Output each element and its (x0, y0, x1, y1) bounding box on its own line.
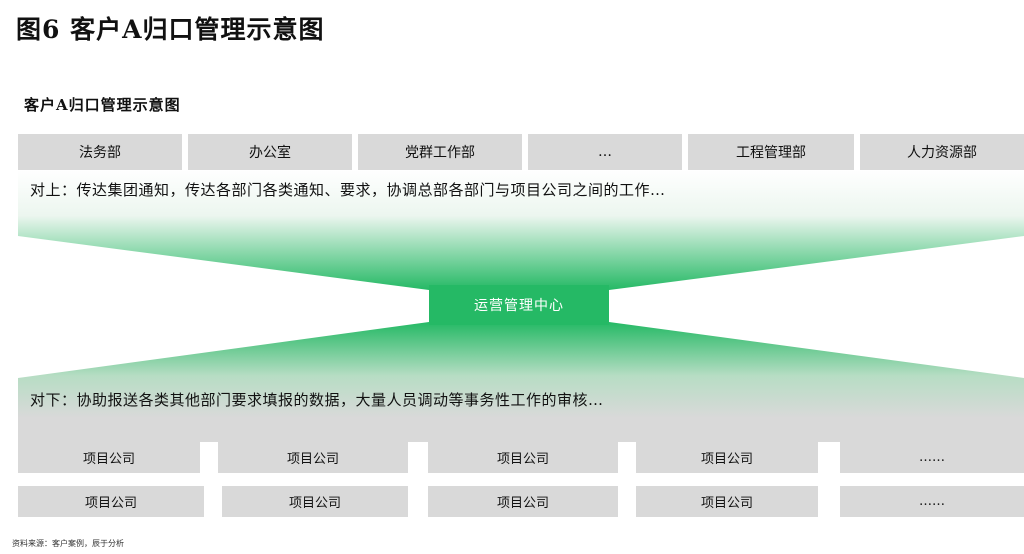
dept-box-hr: 人力资源部 (860, 134, 1024, 170)
dept-box-ellipsis: … (528, 134, 682, 170)
project-company-box: 项目公司 (428, 442, 618, 473)
dept-box-office: 办公室 (188, 134, 352, 170)
upward-funnel (18, 170, 1024, 290)
project-company-box: 项目公司 (428, 486, 618, 517)
project-company-box-ellipsis: …… (840, 486, 1024, 517)
project-company-box-ellipsis: …… (840, 442, 1024, 473)
source-note: 资料来源：客户案例，辰于分析 (12, 539, 124, 548)
operations-center-box: 运营管理中心 (429, 285, 609, 325)
project-company-box: 项目公司 (636, 442, 818, 473)
downward-duty-text: 对下：协助报送各类其他部门要求填报的数据，大量人员调动等事务性工作的审核… (30, 391, 604, 409)
project-company-box: 项目公司 (218, 442, 408, 473)
downward-funnel (18, 322, 1024, 442)
figure-title: 图6 客户A归口管理示意图 (16, 15, 325, 44)
diagram-subtitle: 客户A归口管理示意图 (24, 96, 181, 114)
dept-box-legal: 法务部 (18, 134, 182, 170)
project-company-box: 项目公司 (222, 486, 408, 517)
project-company-box: 项目公司 (18, 442, 200, 473)
project-company-box: 项目公司 (636, 486, 818, 517)
dept-box-party-affairs: 党群工作部 (358, 134, 522, 170)
dept-box-engineering: 工程管理部 (688, 134, 854, 170)
project-company-box: 项目公司 (18, 486, 204, 517)
upward-duty-text: 对上：传达集团通知，传达各部门各类通知、要求，协调总部各部门与项目公司之间的工作… (30, 181, 666, 199)
